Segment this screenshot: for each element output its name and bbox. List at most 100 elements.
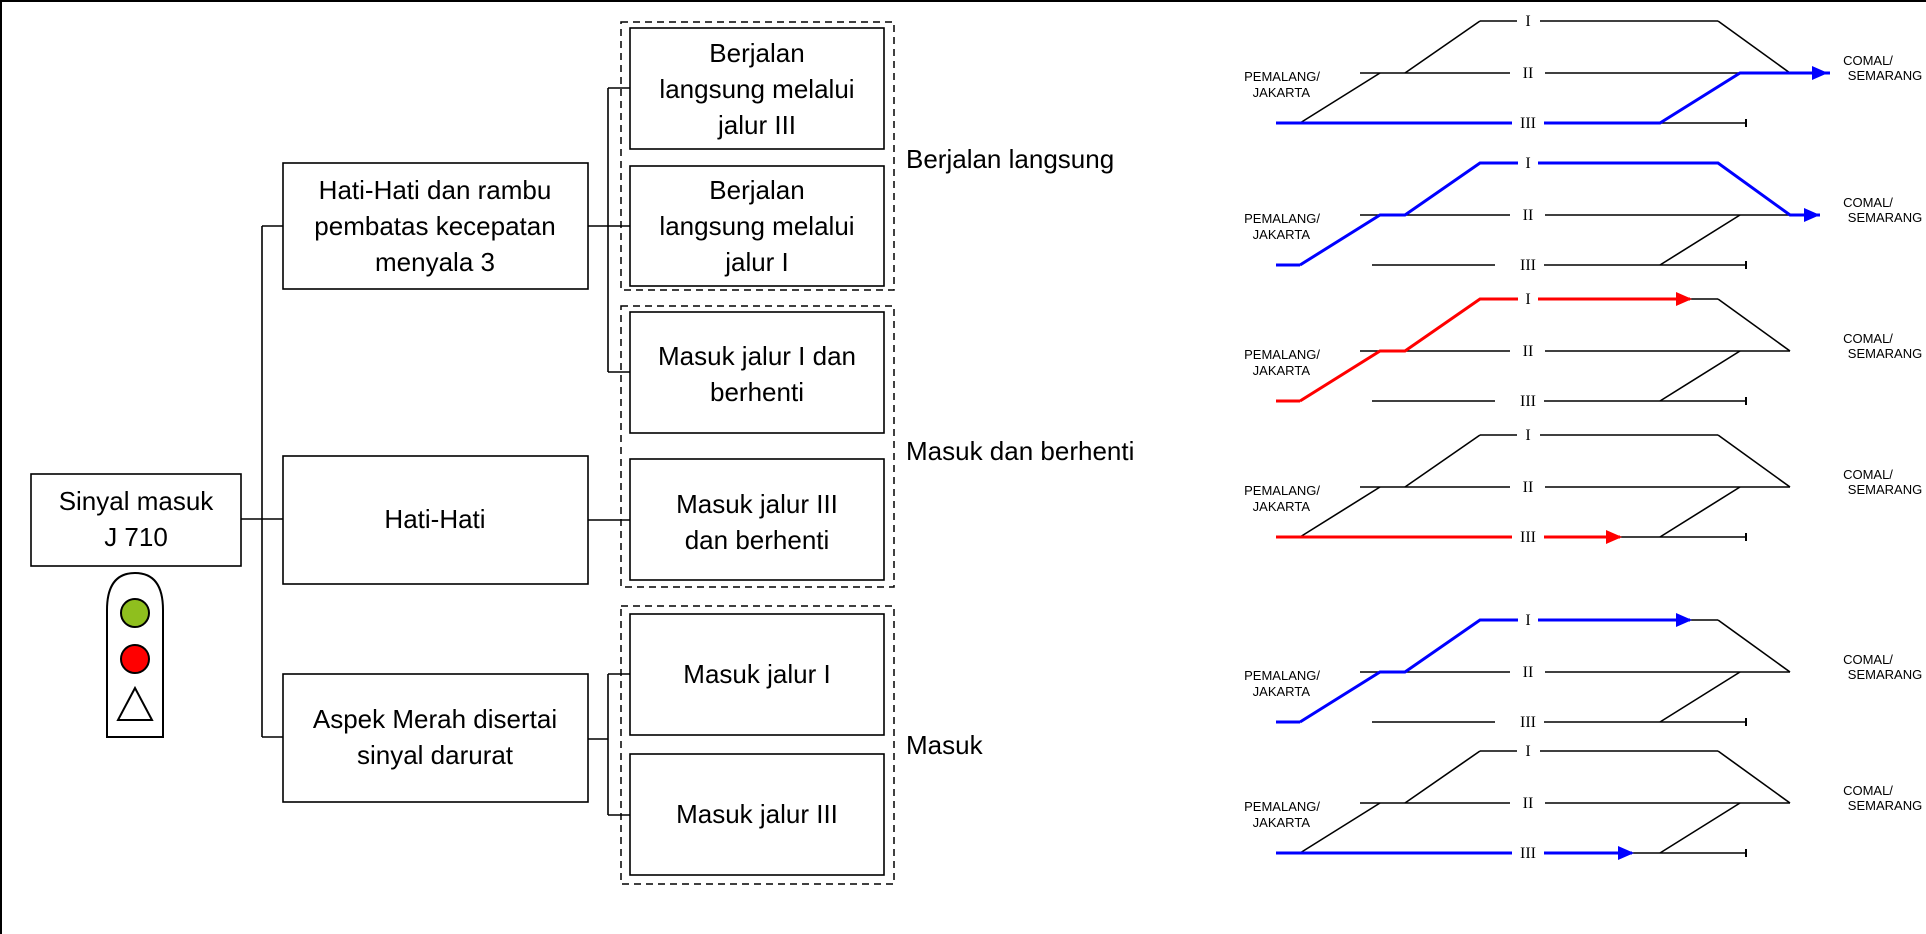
turnout	[1717, 298, 1791, 352]
track-label-ii: II	[1523, 207, 1534, 224]
left-station-label: PEMALANG/	[1244, 69, 1320, 84]
left-station-label: JAKARTA	[1253, 85, 1311, 100]
left-station-label: JAKARTA	[1253, 499, 1311, 514]
track-label-i: I	[1525, 13, 1530, 30]
route-arrow-icon	[1676, 613, 1692, 627]
left-station-label: JAKARTA	[1253, 815, 1311, 830]
route-arrow-icon	[1676, 292, 1692, 306]
track-diagrams: PEMALANG/JAKARTACOMAL/SEMARANGIIIIIIPEMA…	[1244, 10, 1922, 862]
aspect-3-line-2: sinyal darurat	[357, 740, 514, 770]
green-lamp-icon	[120, 598, 150, 628]
route-arrow-icon	[1606, 530, 1622, 544]
track-label-i: I	[1525, 743, 1530, 760]
group-frame-masuk-dan-berhenti	[620, 305, 895, 588]
track-label-iii: III	[1520, 393, 1536, 410]
route-2-line-2: langsung melalui	[659, 211, 854, 241]
right-station-label: SEMARANG	[1848, 346, 1922, 361]
aspect-1-line-1: Hati-Hati dan rambu	[319, 175, 552, 205]
aspect-1-line-3: menyala 3	[375, 247, 495, 277]
aspect-box-1: Hati-Hati dan rambu pembatas kecepatan m…	[282, 162, 589, 290]
route-1-line-1: Berjalan	[709, 38, 804, 68]
track-label-iii: III	[1520, 115, 1536, 132]
group-frame-berjalan-langsung	[620, 21, 895, 291]
signal-label-line2: J 710	[104, 522, 168, 552]
right-station-label: SEMARANG	[1848, 667, 1922, 682]
right-station-label: SEMARANG	[1848, 798, 1922, 813]
track-label-ii: II	[1523, 65, 1534, 82]
route-1-line-3: jalur III	[717, 110, 796, 140]
flowchart: Sinyal masuk J 710 Hati-Hati dan rambu p…	[30, 21, 1134, 885]
right-station-label: COMAL/	[1843, 53, 1893, 68]
right-station-label: SEMARANG	[1848, 482, 1922, 497]
signal-head-icon	[106, 571, 164, 738]
group-label-masuk-dan-berhenti: Masuk dan berhenti	[906, 436, 1134, 466]
route-box-4: Masuk jalur III dan berhenti	[629, 458, 885, 581]
left-station-label: PEMALANG/	[1244, 668, 1320, 683]
track-label-ii: II	[1523, 479, 1534, 496]
group-label-berjalan-langsung: Berjalan langsung	[906, 144, 1114, 174]
track-label-i: I	[1525, 427, 1530, 444]
right-station-label: SEMARANG	[1848, 210, 1922, 225]
route-box-5: Masuk jalur I	[629, 613, 885, 736]
left-station-label: JAKARTA	[1253, 227, 1311, 242]
group-frame-masuk	[620, 605, 895, 885]
turnout	[1404, 20, 1481, 74]
turnout	[1299, 72, 1381, 124]
signal-box: Sinyal masuk J 710	[30, 473, 242, 567]
route-arrow-icon	[1812, 66, 1828, 80]
turnout	[1659, 671, 1741, 723]
right-station-label: COMAL/	[1843, 195, 1893, 210]
right-station-label: COMAL/	[1843, 783, 1893, 798]
left-station-label: PEMALANG/	[1244, 799, 1320, 814]
aspect-1-line-2: pembatas kecepatan	[314, 211, 555, 241]
aspect-box-2: Hati-Hati	[282, 455, 589, 585]
triangle-lamp-icon	[116, 685, 154, 721]
turnout	[1299, 486, 1381, 538]
route-box-1: Berjalan langsung melalui jalur III	[629, 27, 885, 150]
route-box-3: Masuk jalur I dan berhenti	[629, 311, 885, 434]
turnout	[1717, 434, 1791, 488]
track-label-iii: III	[1520, 257, 1536, 274]
track-label-iii: III	[1520, 845, 1536, 862]
route-arrow-icon	[1618, 846, 1634, 860]
route-highlight	[1299, 618, 1690, 724]
track-label-ii: II	[1523, 795, 1534, 812]
turnout	[1404, 434, 1481, 488]
turnout	[1717, 619, 1791, 673]
route-arrow-icon	[1804, 208, 1820, 222]
track-label-i: I	[1525, 155, 1530, 172]
route-5-line-1: Masuk jalur I	[683, 659, 830, 689]
turnout	[1299, 802, 1381, 854]
right-station-label: COMAL/	[1843, 467, 1893, 482]
route-3-line-1: Masuk jalur I dan	[658, 341, 856, 371]
route-6-line-1: Masuk jalur III	[676, 799, 838, 829]
right-station-label: SEMARANG	[1848, 68, 1922, 83]
route-2-line-3: jalur I	[724, 247, 789, 277]
track-label-i: I	[1525, 291, 1530, 308]
turnout	[1717, 20, 1791, 74]
right-station-label: COMAL/	[1843, 331, 1893, 346]
route-2-line-1: Berjalan	[709, 175, 804, 205]
aspect-box-3: Aspek Merah disertai sinyal darurat	[282, 673, 589, 803]
aspect-2-line-1: Hati-Hati	[384, 504, 485, 534]
left-station-label: PEMALANG/	[1244, 483, 1320, 498]
route-highlight	[1299, 161, 1820, 267]
track-label-iii: III	[1520, 529, 1536, 546]
route-highlight	[1299, 297, 1690, 403]
left-station-label: JAKARTA	[1253, 363, 1311, 378]
turnout	[1659, 214, 1741, 266]
route-4-line-1: Masuk jalur III	[676, 489, 838, 519]
route-1-line-2: langsung melalui	[659, 74, 854, 104]
red-lamp-icon	[120, 644, 150, 674]
track-label-iii: III	[1520, 714, 1536, 731]
track-label-ii: II	[1523, 664, 1534, 681]
